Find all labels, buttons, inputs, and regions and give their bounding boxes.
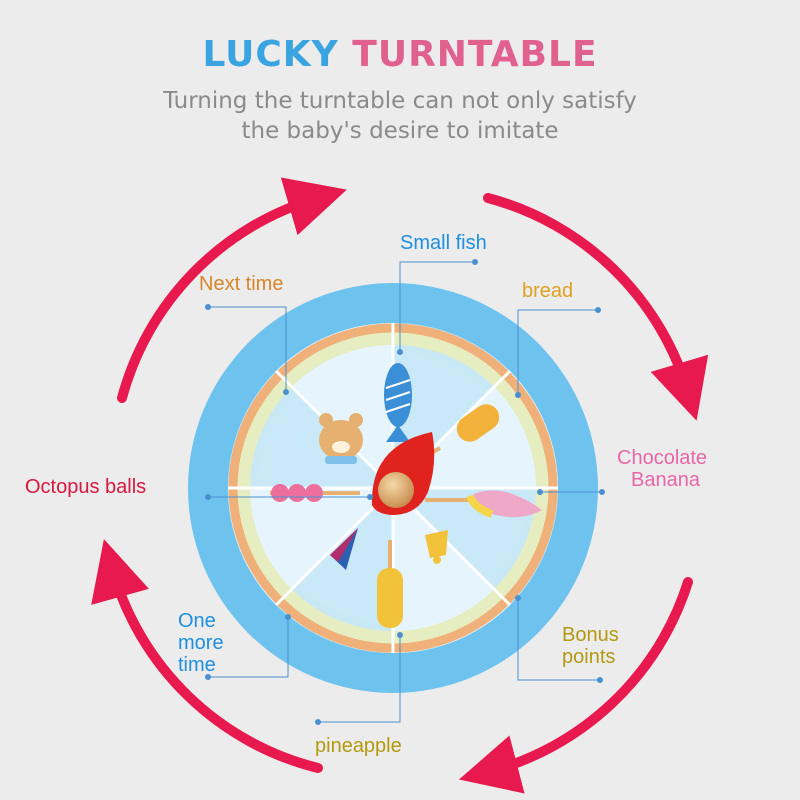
label-chocolate-banana: Chocolate Banana — [617, 447, 707, 491]
rotation-arrows — [91, 177, 709, 794]
chocolate-banana-icon — [425, 490, 542, 518]
label-one-more-time-line1: One — [178, 610, 216, 632]
subtitle-line-2: the baby's desire to imitate — [241, 118, 559, 144]
leader-dots — [205, 259, 605, 725]
arrow-bottom-right — [458, 577, 693, 794]
bell-icon — [425, 530, 448, 564]
label-bonus-points-line1: Bonus — [562, 624, 619, 646]
page-title: LUCKY TURNTABLE — [0, 34, 800, 75]
label-bread: bread — [522, 280, 574, 302]
label-next-time: Next time — [199, 273, 284, 295]
label-octopus-balls: Octopus balls — [25, 476, 147, 498]
label-pineapple: pineapple — [315, 735, 402, 757]
subtitle-line-1: Turning the turntable can not only satis… — [163, 88, 637, 114]
pineapple-icon — [377, 540, 403, 628]
label-bonus-points: Bonus points — [562, 624, 619, 668]
label-bonus-points-line2: points — [562, 646, 616, 668]
disc-segments — [227, 322, 559, 654]
arrow-top-left — [117, 177, 347, 403]
spinner-pointer — [371, 432, 435, 515]
title-word-turntable: TURNTABLE — [352, 34, 598, 75]
arrow-top-right — [483, 193, 709, 421]
fish-icon — [384, 363, 412, 442]
label-chocolate-banana-line2: Banana — [631, 469, 700, 491]
label-one-more-time-line3: time — [178, 654, 216, 676]
label-chocolate-banana-line1: Chocolate — [617, 447, 708, 469]
label-one-more-time: One more time — [178, 610, 224, 676]
turntable-disc — [188, 283, 598, 693]
arrow-bottom-left — [91, 539, 323, 773]
party-hat-icon — [330, 528, 358, 570]
leader-lines — [208, 261, 602, 723]
label-one-more-time-line2: more — [178, 632, 224, 654]
bear-icon — [319, 413, 363, 464]
title-word-lucky: LUCKY — [202, 34, 339, 75]
label-small-fish: Small fish — [400, 232, 487, 254]
